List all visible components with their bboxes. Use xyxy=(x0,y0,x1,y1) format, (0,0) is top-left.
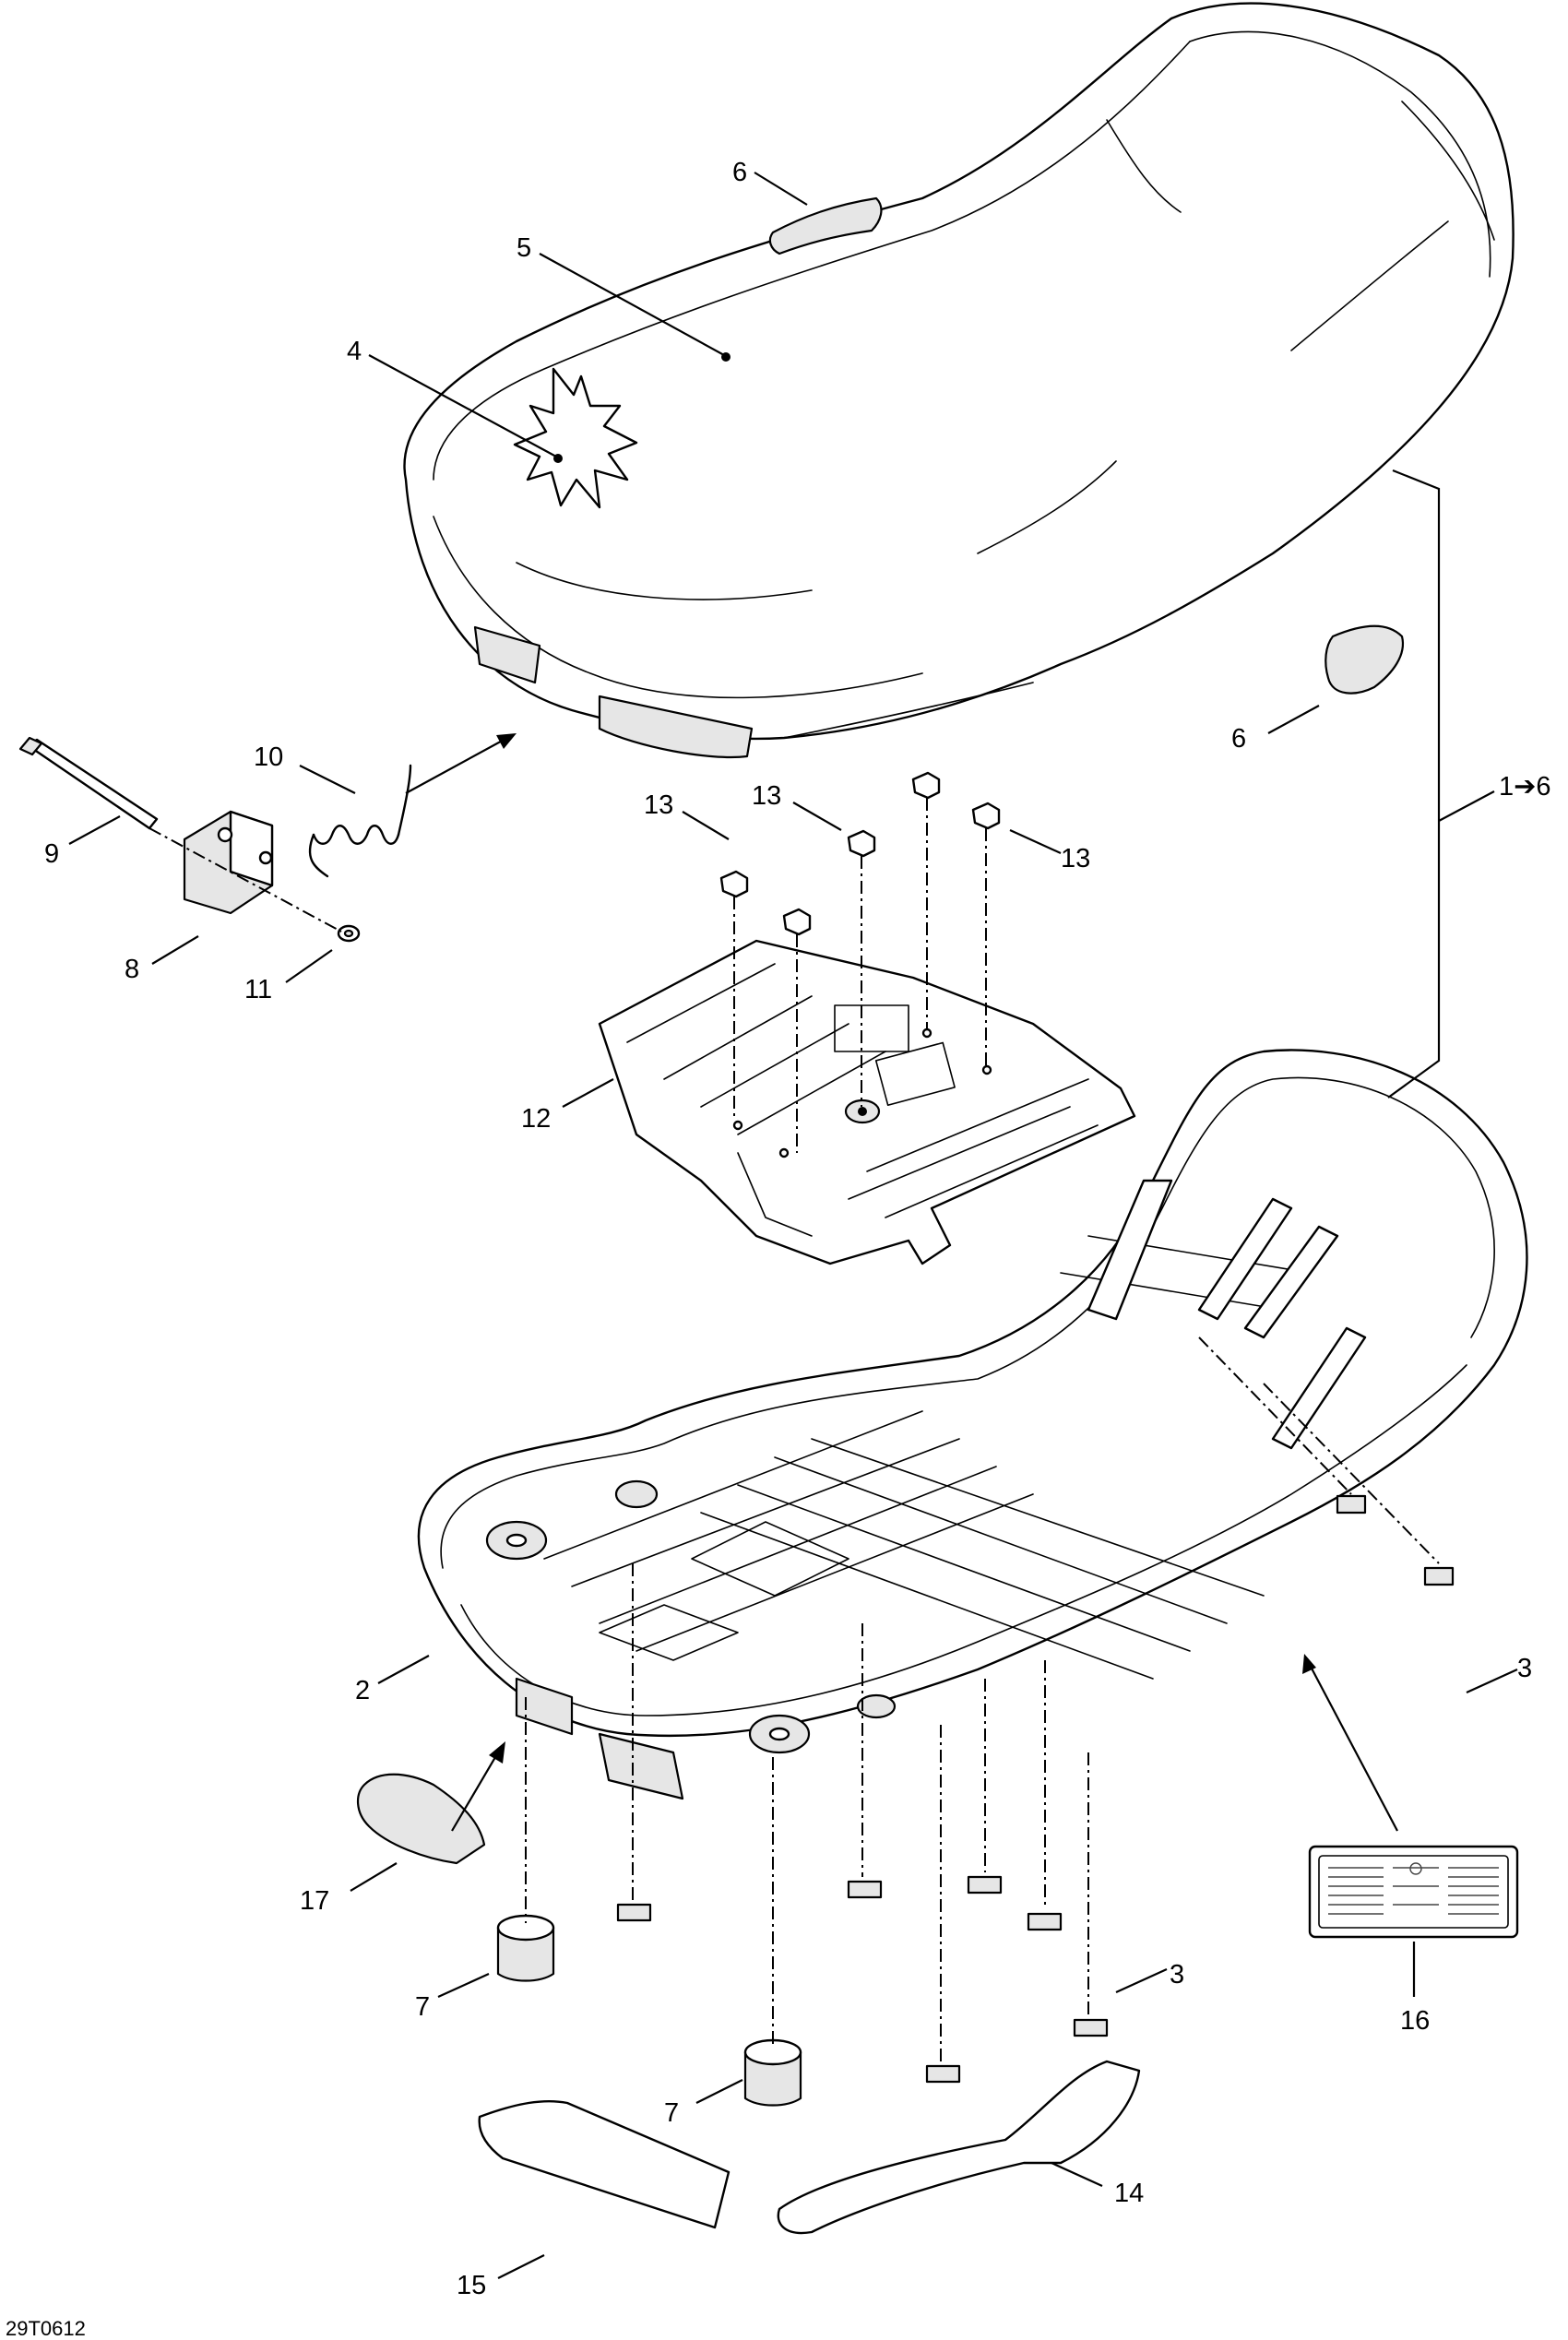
alignment-lines xyxy=(148,798,1440,2061)
hinge-bolt-part xyxy=(18,736,159,830)
callout-9: 9 xyxy=(44,839,59,869)
callout-11: 11 xyxy=(244,975,272,1004)
seat-plate-part xyxy=(598,939,1136,1265)
callout-labels: 6 5 4 10 9 8 11 6 1➔6 13 13 13 12 2 3 17… xyxy=(44,158,1551,2300)
callout-12: 12 xyxy=(521,1104,551,1134)
callout-10: 10 xyxy=(254,742,283,772)
base-fasteners-part xyxy=(616,1494,1455,2084)
callout-13-right: 13 xyxy=(1061,844,1090,873)
badge-decal-shape xyxy=(513,367,638,509)
clip-trim-side xyxy=(1324,624,1405,695)
callout-4: 4 xyxy=(347,337,362,366)
trim-clip-17 xyxy=(357,1773,486,1865)
callout-3-lower: 3 xyxy=(1170,1960,1184,1990)
callout-1-to-6: 1➔6 xyxy=(1499,772,1551,802)
seat-cover-part xyxy=(403,2,1515,759)
callout-leaders xyxy=(68,172,1518,2279)
hinge-bracket-part xyxy=(183,810,274,915)
callout-7-left: 7 xyxy=(415,1992,430,2022)
callout-7-right: 7 xyxy=(664,2098,679,2128)
callout-6-side: 6 xyxy=(1231,724,1246,754)
callout-16: 16 xyxy=(1400,2006,1430,2036)
drawing-reference-code: 29T0612 xyxy=(6,2317,86,2340)
callout-6-top: 6 xyxy=(732,158,747,187)
callout-17: 17 xyxy=(300,1886,329,1916)
callout-3-upper: 3 xyxy=(1517,1654,1532,1683)
clip-trim-top xyxy=(768,196,883,255)
foam-pad-14 xyxy=(777,2060,1141,2235)
callout-13-middle: 13 xyxy=(752,781,781,811)
callout-8: 8 xyxy=(125,955,139,984)
callout-14: 14 xyxy=(1114,2179,1144,2208)
foam-pad-15 xyxy=(478,2100,731,2229)
callout-2: 2 xyxy=(355,1676,370,1705)
plate-screws-part xyxy=(719,771,1001,936)
callout-5: 5 xyxy=(517,233,531,263)
seat-base-part xyxy=(417,1049,1528,1800)
info-label-16 xyxy=(1308,1845,1519,1939)
callout-13-left: 13 xyxy=(644,790,673,820)
grommet-parts xyxy=(496,1914,802,2107)
torsion-spring-part xyxy=(308,764,412,878)
callout-15: 15 xyxy=(457,2271,486,2300)
washer-part xyxy=(337,924,361,943)
